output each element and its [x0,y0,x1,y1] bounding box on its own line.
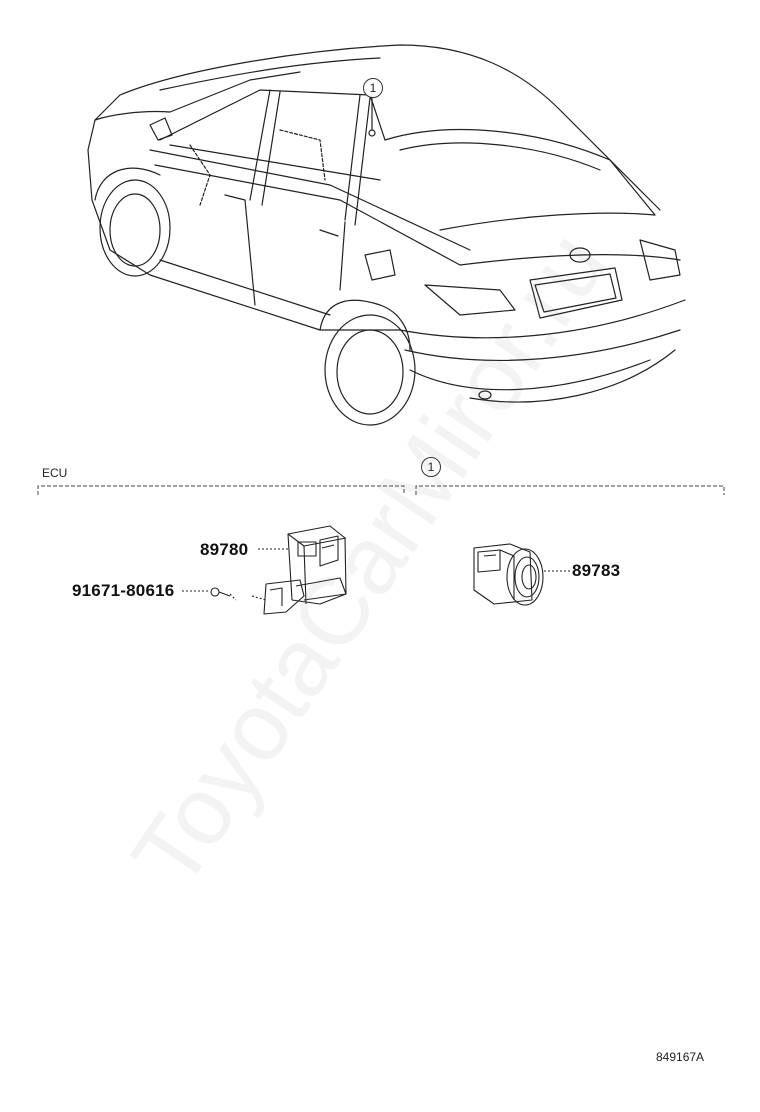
ecu-section-label: ECU [42,466,68,480]
section-brackets [37,485,725,495]
diagram-id: 849167A [656,1050,705,1064]
part-number-ecu[interactable]: 89780 [200,540,249,559]
ecu-drawing [182,525,347,615]
section-callout-1: 1 [421,457,441,477]
car-illustration [87,44,686,426]
part-number-sensor[interactable]: 89783 [572,561,621,580]
car-callout-1: 1 [363,78,383,98]
part-number-bolt[interactable]: 91671-80616 [72,581,175,600]
sensor-drawing [473,543,572,606]
